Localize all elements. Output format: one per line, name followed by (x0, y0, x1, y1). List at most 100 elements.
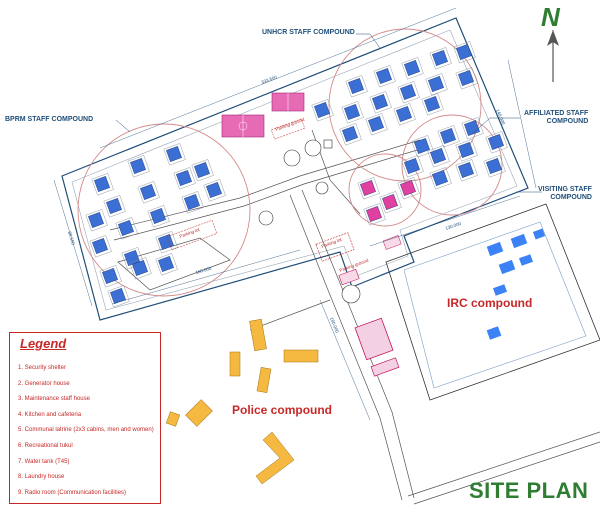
site-plan-title: SITE PLAN (469, 478, 589, 503)
maintenance-house (382, 235, 402, 250)
house-plot (163, 143, 186, 166)
road-main-upper (109, 139, 421, 231)
house-plot (397, 81, 420, 104)
house-unit (194, 162, 210, 178)
legend-item: 8. Laundry house (18, 474, 65, 481)
house-plot (147, 205, 170, 228)
legend-item: 2. Generator house (18, 380, 70, 387)
dim-top-text: 333.600 (261, 74, 278, 85)
house-plot (155, 231, 178, 254)
house-plot (363, 203, 386, 226)
house-plot (461, 117, 484, 140)
north-arrow-head (547, 30, 559, 46)
road-east (407, 431, 600, 497)
house-unit (150, 208, 166, 224)
house-plot (401, 155, 424, 178)
house-plot (339, 123, 362, 146)
house-unit (432, 170, 448, 186)
recreation-area (221, 92, 305, 138)
house-plot (483, 155, 506, 178)
parking-area-upper (270, 118, 306, 140)
house-plot (181, 191, 204, 214)
road-east-2 (413, 441, 600, 505)
legend-item: 4. Kitchen and cafeteria (18, 411, 82, 418)
north-letter: N (541, 2, 560, 32)
unhcr-houses (311, 41, 478, 146)
generator-roundel (341, 284, 361, 304)
parking-area-left (166, 219, 218, 251)
house-unit (118, 220, 134, 236)
house-unit (102, 268, 118, 284)
house-unit (404, 158, 420, 174)
house-plot (401, 57, 424, 80)
house-unit (424, 96, 440, 112)
house-plot (365, 113, 388, 136)
main-camp-area (61, 17, 529, 321)
house-unit (158, 256, 174, 272)
house-plot (85, 209, 108, 232)
legend-box: Legend 1. Security shelter 2. Generator … (9, 332, 161, 504)
house-unit (400, 84, 416, 100)
legend-title: Legend (20, 336, 67, 351)
road-main-lower (113, 147, 425, 241)
visiting-label-line2: COMPOUND (550, 194, 592, 201)
police-building-4 (256, 367, 272, 393)
unhcr-compound-label: UNHCR STAFF COMPOUND (262, 29, 355, 36)
affiliated-compound-label: AFFILIATED STAFF COMPOUND (524, 110, 588, 126)
dim-bottom-left-text: 160.000 (195, 266, 212, 275)
leader-lines (115, 33, 542, 193)
unhcr-circle (328, 28, 482, 182)
house-plot (455, 67, 478, 90)
house-unit (360, 180, 376, 196)
security-shelter (338, 268, 360, 286)
police-building-7 (255, 431, 295, 485)
irc-inner-boundary (403, 221, 587, 389)
legend-list: 1. Security shelter 2. Generator house 3… (18, 361, 154, 501)
dim-right-text: 140.000 (495, 108, 506, 125)
recreational-tukul-2 (304, 139, 322, 157)
road-network (109, 129, 600, 505)
house-plot (89, 235, 112, 258)
house-plot (411, 135, 434, 158)
parking-area-center (315, 232, 355, 262)
legend-item: 9. Radio room (Communication facilities) (18, 489, 127, 496)
dim-bottom-right-line (369, 195, 521, 247)
police-compound-label: Police compound (232, 403, 333, 417)
house-unit (458, 142, 474, 158)
house-unit (458, 70, 474, 86)
water-tank (315, 181, 329, 195)
compound-circles (77, 28, 503, 297)
house-unit (414, 138, 430, 154)
house-plot (455, 159, 478, 182)
house-unit (404, 60, 420, 76)
legend-item: 3. Maintenance staff house (18, 396, 90, 403)
recreational-tukul-1 (283, 149, 301, 167)
round-structures (258, 139, 361, 304)
house-plot (453, 41, 476, 64)
dim-center-line (319, 299, 371, 421)
visiting-label-line1: VISITING STAFF (538, 186, 592, 193)
house-unit (106, 198, 122, 214)
house-plot (137, 181, 160, 204)
house-plot (397, 177, 420, 200)
kitchen-cafeteria (354, 317, 394, 361)
house-plot (455, 139, 478, 162)
house-plot (155, 253, 178, 276)
house-unit (440, 128, 456, 144)
dim-top-line (99, 7, 457, 149)
leader-unhcr (356, 33, 381, 49)
radio-room (323, 139, 333, 149)
house-plot (311, 99, 334, 122)
house-plot (107, 285, 130, 308)
irc-building (510, 233, 528, 249)
affiliated-label-line1: AFFILIATED STAFF (524, 110, 589, 117)
police-building-2 (229, 351, 241, 377)
visiting-circle (348, 153, 422, 227)
house-plot (429, 167, 452, 190)
house-plot (191, 159, 214, 182)
house-unit (368, 116, 384, 132)
house-unit (366, 206, 382, 222)
police-building-3 (283, 349, 319, 363)
affiliated-houses (357, 117, 508, 226)
